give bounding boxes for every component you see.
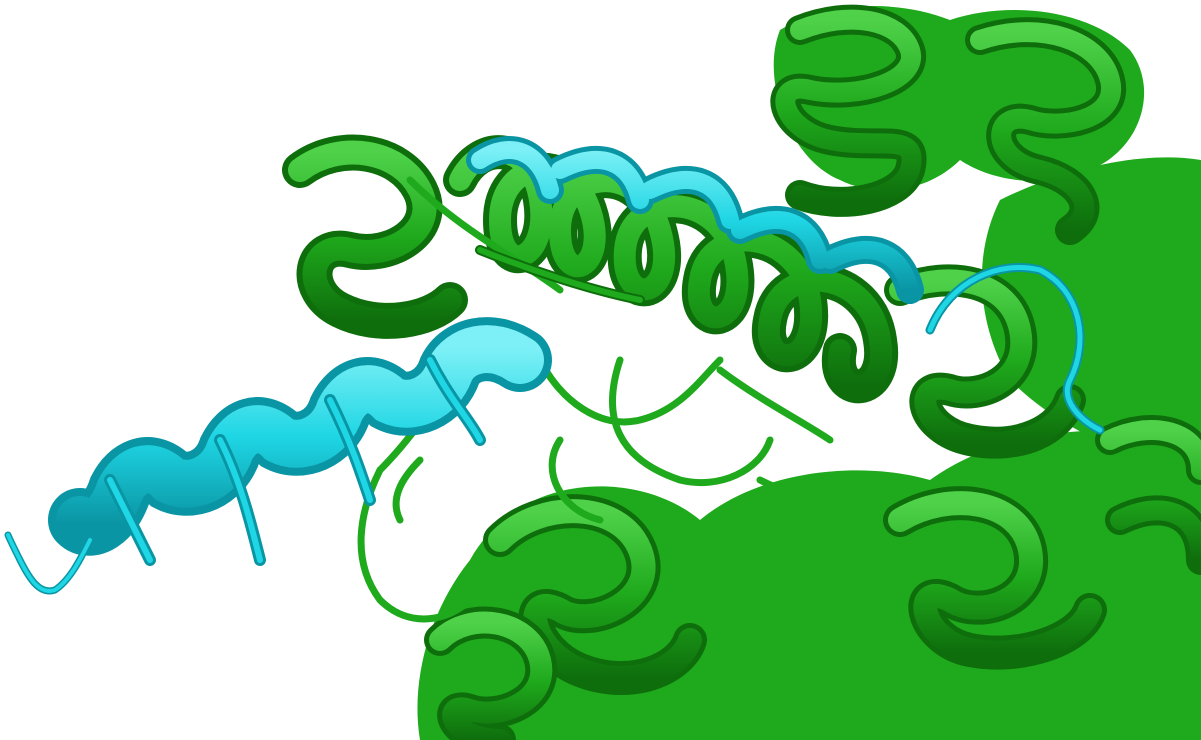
peptide-chain-ribbon [4,136,1105,595]
main-chain-overlap-loop [475,245,645,305]
main-chain-helices [282,4,1201,740]
main-chain-loops [357,176,1144,623]
